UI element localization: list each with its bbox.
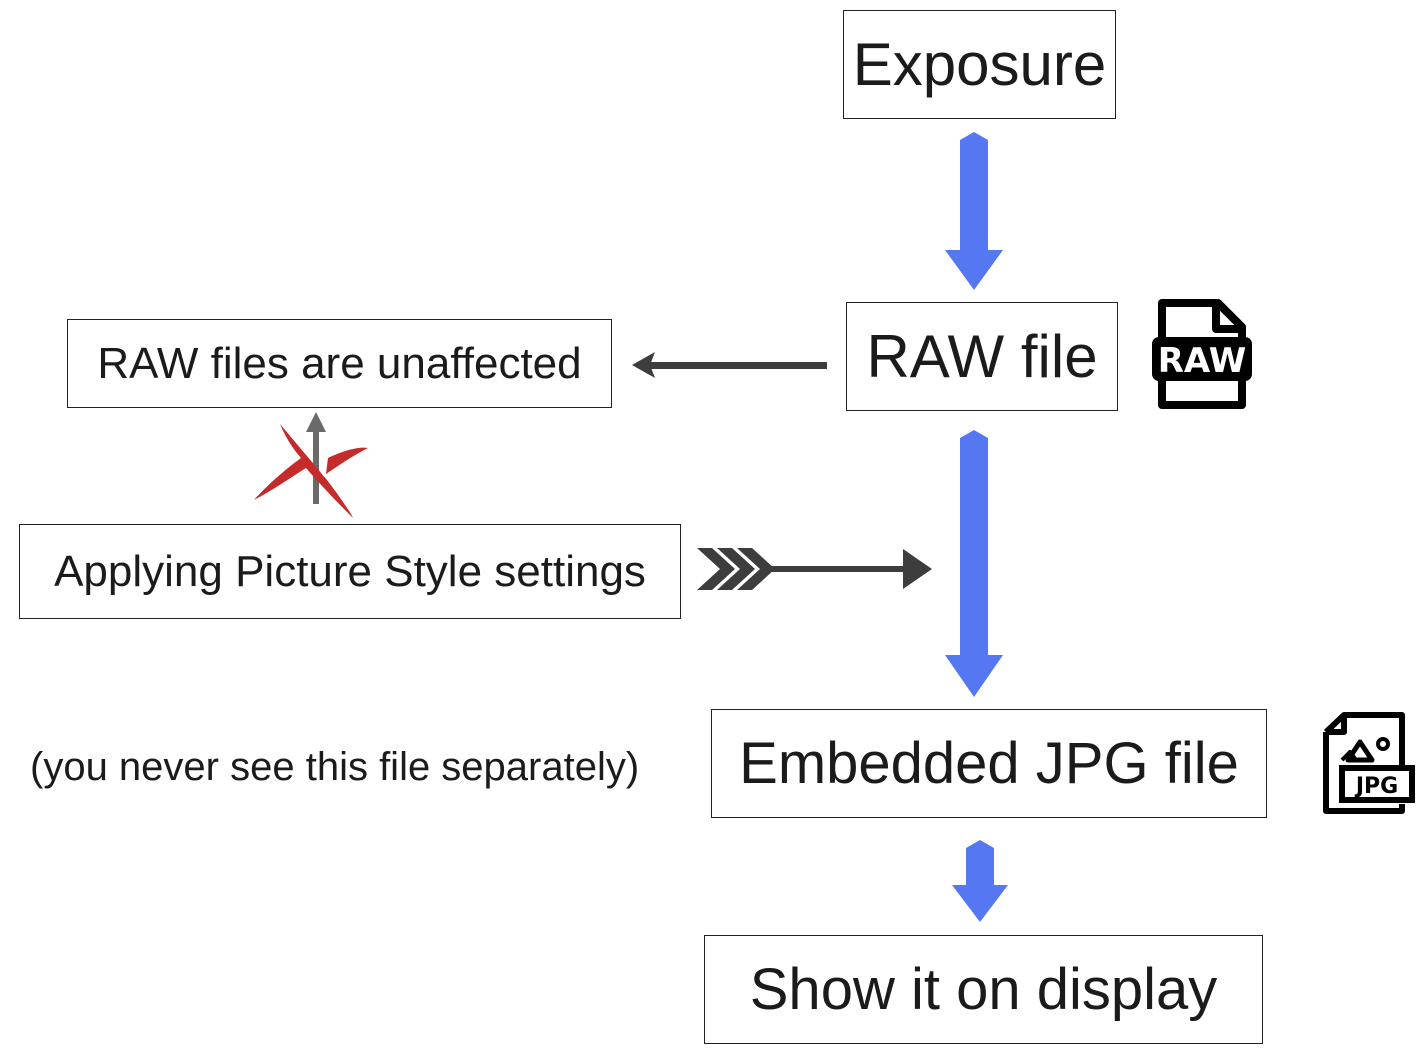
chevron-arrow-icon bbox=[697, 548, 932, 590]
arrow-raw-to-jpg bbox=[945, 430, 1003, 697]
arrow-jpg-to-display bbox=[952, 840, 1008, 922]
raw-file-icon: RAW bbox=[1152, 299, 1252, 409]
arrow-raw-to-unaffected bbox=[632, 352, 827, 378]
cross-mark-icon bbox=[254, 424, 368, 518]
arrow-exposure-to-raw bbox=[945, 132, 1003, 290]
raw-file-label: RAW file bbox=[866, 323, 1098, 390]
picture-style-label: Applying Picture Style settings bbox=[54, 546, 646, 596]
raw-file-box: RAW file bbox=[846, 302, 1118, 411]
jpg-file-icon: JPG bbox=[1323, 712, 1415, 814]
show-display-label: Show it on display bbox=[749, 957, 1218, 1022]
raw-unaffected-box: RAW files are unaffected bbox=[67, 319, 612, 408]
blocked-arrow bbox=[306, 412, 326, 504]
raw-unaffected-label: RAW files are unaffected bbox=[97, 338, 582, 388]
embedded-jpg-box: Embedded JPG file bbox=[711, 709, 1267, 818]
exposure-box: Exposure bbox=[843, 10, 1116, 119]
picture-style-box: Applying Picture Style settings bbox=[19, 524, 681, 619]
show-display-box: Show it on display bbox=[704, 935, 1263, 1044]
embedded-jpg-label: Embedded JPG file bbox=[739, 731, 1239, 796]
raw-icon-text: RAW bbox=[1158, 341, 1246, 381]
exposure-label: Exposure bbox=[852, 31, 1107, 98]
jpg-icon-text: JPG bbox=[1354, 774, 1398, 799]
separate-file-note: (you never see this file separately) bbox=[30, 745, 640, 789]
